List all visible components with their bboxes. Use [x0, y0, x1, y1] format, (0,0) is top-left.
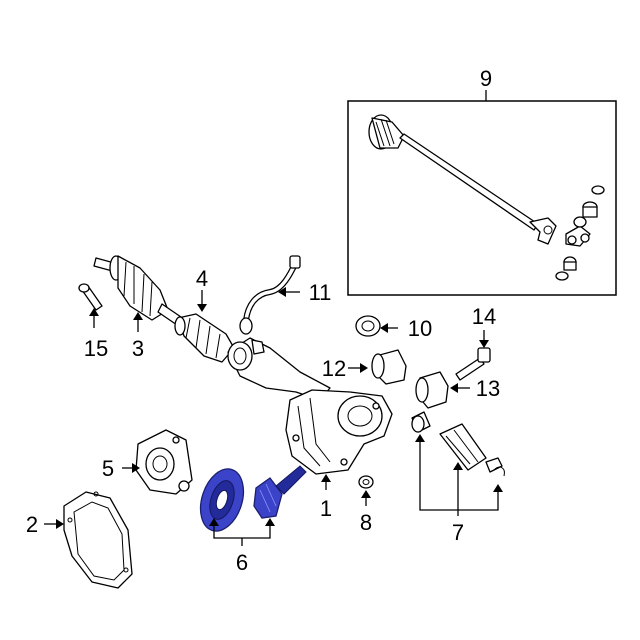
- callout-3: 3: [132, 336, 144, 361]
- callout-9: 9: [480, 66, 492, 91]
- callout-4: 4: [196, 266, 208, 291]
- bushing-12: [371, 349, 407, 385]
- callout-1: 1: [320, 496, 332, 521]
- callout-2: 2: [26, 512, 38, 537]
- cv-boot: [174, 313, 235, 363]
- washer-8: [358, 475, 374, 489]
- callout-8: 8: [360, 510, 372, 535]
- vent-hose: [239, 255, 301, 335]
- bolt-15: [78, 283, 103, 311]
- callout-labels: 9 11 4 3 15 10 12 14 13 5 2 1 8 6 7: [26, 66, 500, 575]
- bolt-14: [455, 347, 491, 381]
- differential-carrier: [135, 429, 193, 495]
- differential-cover: [63, 491, 133, 589]
- bushing-13: [415, 371, 449, 409]
- callout-13: 13: [476, 376, 500, 401]
- callout-7: 7: [452, 520, 464, 545]
- callout-6: 6: [236, 550, 248, 575]
- callout-11: 11: [309, 280, 332, 305]
- inset-driveshaft-panel: [347, 100, 617, 296]
- callout-5: 5: [102, 456, 114, 481]
- axle-housing: [227, 337, 393, 475]
- seal-10: [355, 315, 381, 337]
- ring-and-pinion-gear-set: [199, 465, 307, 532]
- callout-15: 15: [84, 336, 108, 361]
- callout-14: 14: [472, 304, 496, 329]
- shaft-kit-7: [411, 411, 505, 477]
- callout-12: 12: [322, 356, 346, 381]
- callout-10: 10: [408, 316, 432, 341]
- leader-lines: [44, 90, 503, 546]
